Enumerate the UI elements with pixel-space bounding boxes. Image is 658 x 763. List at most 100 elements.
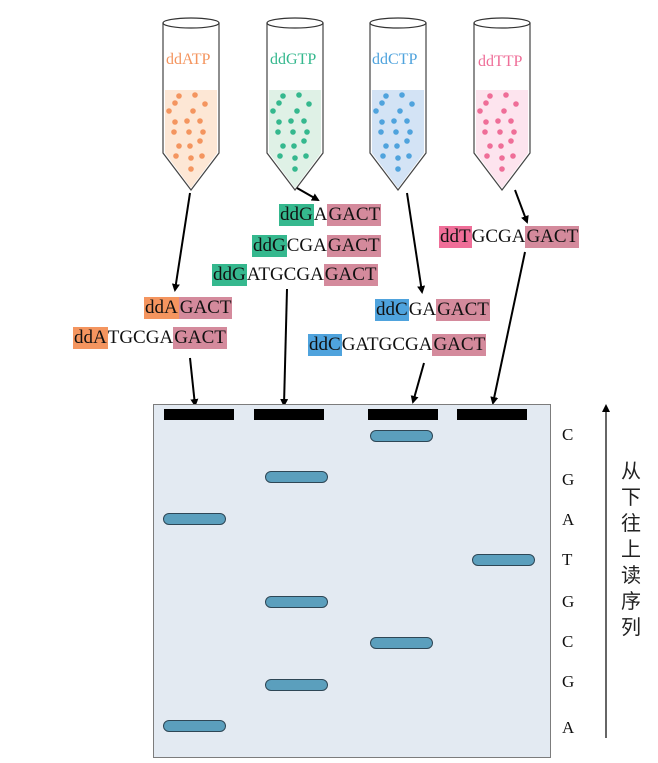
ddntp-molecule xyxy=(184,118,190,124)
ddntp-molecule xyxy=(192,92,198,98)
dd-nucleotide: ddG xyxy=(279,204,314,226)
ddntp-molecule xyxy=(503,92,509,98)
tube-label-ddatp: ddATP xyxy=(166,51,211,68)
sequence-label: A xyxy=(562,510,575,529)
dna-band xyxy=(265,595,328,608)
ddntp-molecule xyxy=(508,138,514,144)
dna-band xyxy=(163,720,226,732)
ddntp-molecule xyxy=(513,101,519,107)
tube-ddctp xyxy=(369,17,427,191)
electrophoresis-gel xyxy=(153,404,551,758)
ddntp-molecule xyxy=(484,153,490,159)
ddntp-molecule xyxy=(499,166,505,172)
ddntp-molecule xyxy=(303,153,309,159)
well-lane-a xyxy=(164,409,234,420)
ddntp-molecule xyxy=(202,101,208,107)
dd-nucleotide: ddC xyxy=(375,299,409,321)
primer-sequence: GACT xyxy=(327,204,382,226)
ddntp-molecule xyxy=(176,143,182,149)
primer-sequence: GACT xyxy=(173,327,227,349)
ddntp-molecule xyxy=(482,129,488,135)
ddntp-molecule xyxy=(290,129,296,135)
ddntp-molecule xyxy=(301,138,307,144)
sequence-label: G xyxy=(562,592,575,611)
ddntp-molecule xyxy=(373,108,379,114)
dna-band xyxy=(370,637,433,650)
primer-sequence: GACT xyxy=(178,297,233,319)
well-lane-t xyxy=(457,409,527,420)
primer-sequence: GACT xyxy=(432,334,487,356)
ddntp-molecule xyxy=(378,129,384,135)
ddntp-molecule xyxy=(306,101,312,107)
ddntp-molecule xyxy=(495,118,501,124)
dd-nucleotide: ddG xyxy=(212,264,247,286)
primer-sequence: GACT xyxy=(323,264,378,286)
dna-band xyxy=(370,430,433,442)
primer-sequence: GACT xyxy=(436,299,490,321)
ddntp-molecule xyxy=(172,119,178,125)
ddntp-molecule xyxy=(397,108,403,114)
sequence-label: T xyxy=(562,550,573,569)
ddntp-molecule xyxy=(197,118,203,124)
arrow-ddctp-tube-to-fragment xyxy=(406,192,426,294)
ddntp-molecule xyxy=(171,129,177,135)
ddntp-molecule xyxy=(301,118,307,124)
tube-ddgtp xyxy=(266,17,324,191)
synthesized-sequence: CGA xyxy=(286,235,327,256)
arrow-c-fragments-to-lane xyxy=(410,362,425,404)
dd-nucleotide: ddA xyxy=(73,327,108,349)
dna-band xyxy=(265,471,328,484)
dd-nucleotide: ddA xyxy=(144,297,179,319)
ddntp-molecule xyxy=(173,153,179,159)
ddntp-molecule xyxy=(383,143,389,149)
dna-band xyxy=(265,678,328,691)
ddntp-molecule xyxy=(501,108,507,114)
sequence-label: G xyxy=(562,672,575,691)
ddntp-molecule xyxy=(380,153,386,159)
ddntp-molecule xyxy=(406,153,412,159)
ddntp-molecule xyxy=(296,92,302,98)
arrow-ddgtp-tube-to-fragment xyxy=(296,187,320,201)
arrow-ddatp-tube-to-fragment xyxy=(171,192,191,292)
tube-outline xyxy=(266,23,324,191)
dd-nucleotide: ddT xyxy=(439,226,472,248)
arrow-g-fragments-to-lane xyxy=(280,288,289,407)
synthesized-sequence: A xyxy=(313,204,328,225)
read-direction-label: 从下往上读序列 xyxy=(621,459,641,639)
well-lane-g xyxy=(254,409,324,420)
dd-nucleotide: ddG xyxy=(252,235,287,257)
dna-band xyxy=(472,554,535,567)
well-lane-c xyxy=(368,409,438,420)
ddntp-molecule xyxy=(277,153,283,159)
tube-label-ddctp: ddCTP xyxy=(372,51,418,68)
ddntp-molecule xyxy=(510,153,516,159)
tube-label-ddttp: ddTTP xyxy=(478,53,523,70)
ddntp-molecule xyxy=(188,166,194,172)
ddntp-molecule xyxy=(487,143,493,149)
primer-sequence: GACT xyxy=(326,235,381,257)
ddntp-molecule xyxy=(383,93,389,99)
ddntp-molecule xyxy=(276,100,282,106)
ddntp-molecule xyxy=(399,92,405,98)
ddntp-molecule xyxy=(288,118,294,124)
sequence-label: C xyxy=(562,632,574,651)
ddntp-molecule xyxy=(187,143,193,149)
synthesized-sequence: GATGCGA xyxy=(341,334,433,355)
tube-outline xyxy=(162,23,220,191)
ddntp-molecule xyxy=(186,129,192,135)
dd-nucleotide: ddC xyxy=(308,334,342,356)
ddntp-molecule xyxy=(190,108,196,114)
tube-outline xyxy=(473,23,531,191)
sequence-label: C xyxy=(562,425,574,444)
ddntp-molecule xyxy=(391,118,397,124)
tube-liquid xyxy=(269,90,321,188)
ddntp-molecule xyxy=(292,155,298,161)
synthesized-sequence: TGCGA xyxy=(107,327,174,348)
ddntp-molecule xyxy=(176,93,182,99)
